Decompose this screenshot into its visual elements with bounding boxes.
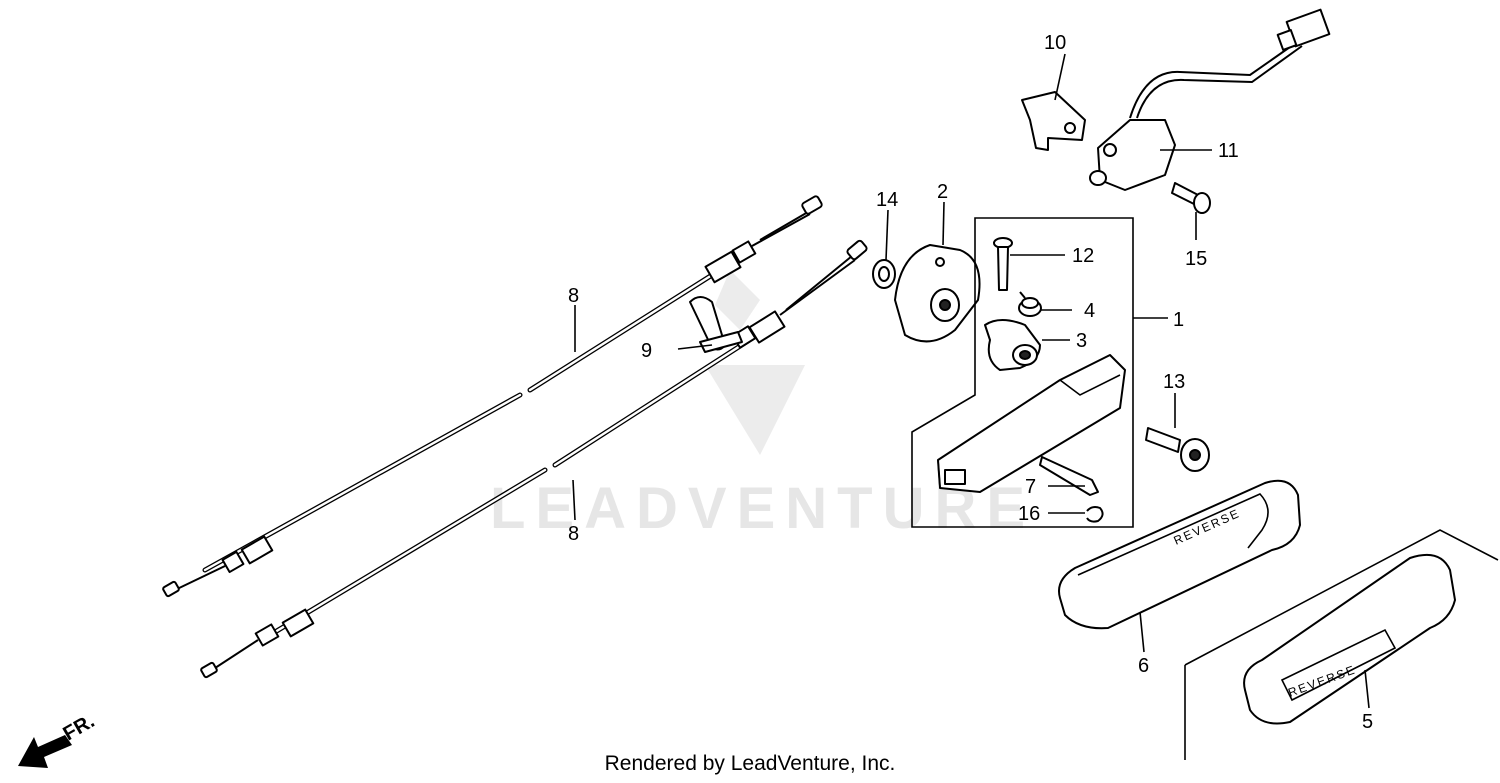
callout-7: 7 bbox=[1025, 476, 1036, 498]
throttle-cover[interactable] bbox=[894, 244, 981, 343]
reverse-grip-upper[interactable]: REVERSE bbox=[1058, 479, 1301, 630]
callout-8-lower: 8 bbox=[568, 523, 579, 545]
leader-lines bbox=[572, 53, 1370, 709]
footer-credit: Rendered by LeadVenture, Inc. bbox=[604, 752, 896, 775]
callout-16: 16 bbox=[1018, 503, 1040, 525]
callout-11: 11 bbox=[1218, 140, 1239, 162]
switch-assembly[interactable] bbox=[1089, 8, 1331, 191]
watermark-text: LEADVENTURE bbox=[490, 476, 1035, 541]
clip[interactable] bbox=[1086, 506, 1104, 523]
callout-14: 14 bbox=[876, 189, 898, 211]
callout-numbers: 10 11 15 2 14 12 4 3 1 13 7 16 9 8 8 6 5 bbox=[568, 32, 1373, 733]
callout-9: 9 bbox=[641, 340, 652, 362]
washer[interactable] bbox=[872, 259, 896, 289]
callout-8-upper: 8 bbox=[568, 285, 579, 307]
cable-clamp[interactable] bbox=[689, 296, 743, 353]
throttle-cable-upper[interactable] bbox=[162, 195, 823, 598]
bolt[interactable] bbox=[1145, 427, 1210, 472]
switch-screw[interactable] bbox=[1171, 182, 1211, 214]
screw[interactable] bbox=[993, 237, 1013, 291]
callout-13: 13 bbox=[1163, 371, 1185, 393]
pin[interactable] bbox=[1039, 456, 1099, 496]
callout-1: 1 bbox=[1173, 309, 1184, 331]
callout-4: 4 bbox=[1084, 300, 1095, 322]
callout-5: 5 bbox=[1362, 711, 1373, 733]
throttle-housing-assembly bbox=[911, 217, 1134, 528]
callout-6: 6 bbox=[1138, 655, 1149, 677]
front-arrow-icon bbox=[18, 735, 72, 768]
watermark-logo bbox=[705, 270, 805, 455]
throttle-cable-lower[interactable] bbox=[200, 239, 868, 679]
reverse-grip-lower[interactable]: REVERSE bbox=[1243, 554, 1456, 725]
switch-bracket[interactable] bbox=[1021, 91, 1086, 151]
throttle-drum[interactable] bbox=[984, 319, 1041, 371]
throttle-lever-arm[interactable] bbox=[937, 354, 1126, 493]
callout-2: 2 bbox=[937, 181, 948, 203]
callout-3: 3 bbox=[1076, 330, 1087, 352]
spring[interactable] bbox=[1018, 291, 1042, 317]
grip-box-outline bbox=[1184, 529, 1499, 760]
watermark: LEADVENTURE bbox=[490, 270, 1035, 541]
callout-15: 15 bbox=[1185, 248, 1207, 270]
callout-12: 12 bbox=[1072, 245, 1094, 267]
callout-10: 10 bbox=[1044, 32, 1066, 54]
